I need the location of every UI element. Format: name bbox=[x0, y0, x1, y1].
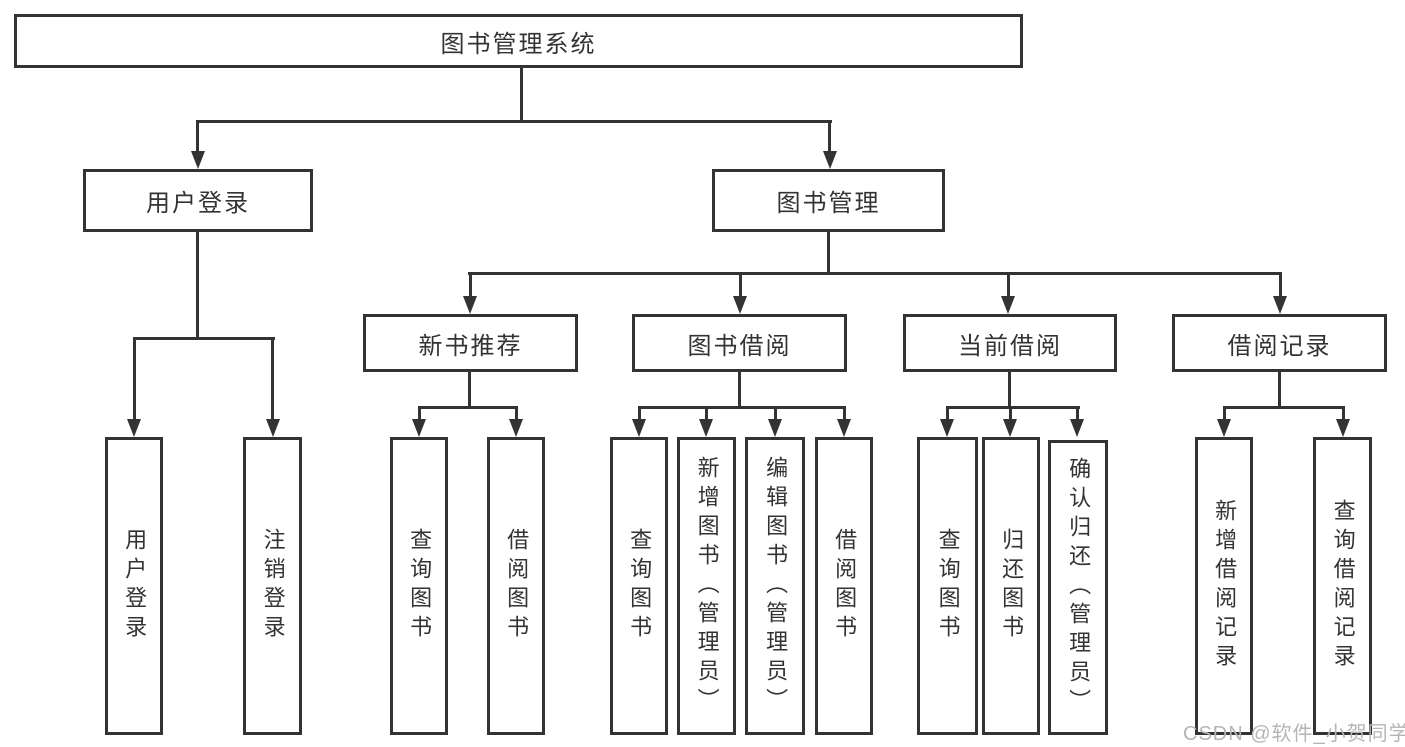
connector-line bbox=[1223, 406, 1226, 421]
connector-line bbox=[638, 406, 641, 421]
leaf-add-borrow-record: 新增借阅记录 bbox=[1195, 437, 1253, 735]
arrow-down-icon bbox=[1003, 419, 1017, 437]
leaf-edit-book-admin: 编辑图书（管理员） bbox=[745, 437, 805, 735]
connector-line bbox=[271, 337, 274, 421]
leaf-logout: 注销登录 bbox=[243, 437, 302, 735]
arrow-down-icon bbox=[412, 419, 426, 437]
connector-line bbox=[1278, 372, 1281, 406]
node-book-management: 图书管理 bbox=[712, 169, 945, 232]
arrow-down-icon bbox=[733, 296, 747, 314]
arrow-down-icon bbox=[463, 296, 477, 314]
arrow-down-icon bbox=[266, 419, 280, 437]
leaf-label: 查询图书 bbox=[935, 528, 961, 644]
connector-line bbox=[739, 272, 742, 298]
node-label: 新书推荐 bbox=[418, 332, 523, 360]
connector-line bbox=[418, 406, 421, 421]
node-book-borrow: 图书借阅 bbox=[632, 314, 847, 372]
arrow-down-icon bbox=[127, 419, 141, 437]
leaf-confirm-return-admin: 确认归还（管理员） bbox=[1048, 440, 1108, 735]
node-label: 图书借阅 bbox=[687, 332, 792, 360]
leaf-label: 确认归还（管理员） bbox=[1066, 457, 1092, 718]
connector-line bbox=[133, 337, 275, 340]
arrow-down-icon bbox=[191, 151, 205, 169]
connector-line bbox=[469, 272, 472, 298]
node-user-login: 用户登录 bbox=[83, 169, 313, 232]
arrow-down-icon bbox=[823, 151, 837, 169]
connector-line bbox=[196, 120, 199, 153]
connector-line bbox=[468, 372, 471, 406]
csdn-watermark: CSDN @软件_小贺同学 bbox=[1183, 723, 1405, 745]
connector-line bbox=[774, 406, 777, 421]
connector-line bbox=[638, 406, 846, 409]
connector-line bbox=[1223, 406, 1345, 409]
connector-line bbox=[705, 406, 708, 421]
arrow-down-icon bbox=[509, 419, 523, 437]
connector-line bbox=[828, 120, 831, 153]
arrow-down-icon bbox=[1336, 419, 1350, 437]
node-root-system: 图书管理系统 bbox=[14, 14, 1023, 68]
arrow-down-icon bbox=[1001, 296, 1015, 314]
leaf-label: 查询图书 bbox=[627, 528, 653, 644]
leaf-borrow-book: 借阅图书 bbox=[815, 437, 873, 735]
connector-line bbox=[515, 406, 518, 421]
leaf-label: 新增借阅记录 bbox=[1212, 499, 1238, 673]
leaf-label: 借阅图书 bbox=[832, 528, 858, 644]
node-label: 图书管理 bbox=[776, 190, 881, 217]
connector-line bbox=[1076, 406, 1079, 421]
connector-line bbox=[418, 406, 518, 409]
arrow-down-icon bbox=[632, 419, 646, 437]
node-new-book-recommend: 新书推荐 bbox=[363, 314, 578, 372]
connector-line bbox=[133, 337, 136, 421]
leaf-query-book-borrow: 查询图书 bbox=[610, 437, 668, 735]
connector-line bbox=[738, 372, 741, 406]
connector-line bbox=[1009, 406, 1012, 421]
leaf-label: 借阅图书 bbox=[504, 528, 530, 644]
leaf-label: 查询图书 bbox=[407, 528, 433, 644]
connector-line bbox=[1007, 272, 1010, 298]
leaf-label: 用户登录 bbox=[122, 528, 148, 644]
connector-line bbox=[196, 120, 832, 123]
node-current-borrow: 当前借阅 bbox=[903, 314, 1117, 372]
node-label: 图书管理系统 bbox=[440, 30, 597, 58]
connector-line bbox=[843, 406, 846, 421]
arrow-down-icon bbox=[768, 419, 782, 437]
leaf-return-book: 归还图书 bbox=[982, 437, 1040, 735]
leaf-borrow-book-recommend: 借阅图书 bbox=[487, 437, 545, 735]
connector-line bbox=[468, 272, 1282, 275]
leaf-add-book-admin: 新增图书（管理员） bbox=[677, 437, 736, 735]
leaf-query-book-recommend: 查询图书 bbox=[390, 437, 448, 735]
connector-line bbox=[946, 406, 1080, 409]
connector-line bbox=[1008, 372, 1011, 406]
arrow-down-icon bbox=[1217, 419, 1231, 437]
connector-line bbox=[1279, 272, 1282, 298]
arrow-down-icon bbox=[940, 419, 954, 437]
leaf-label: 编辑图书（管理员） bbox=[763, 455, 789, 717]
leaf-query-borrow-record: 查询借阅记录 bbox=[1313, 437, 1372, 735]
connector-line bbox=[520, 68, 523, 120]
connector-line bbox=[1342, 406, 1345, 421]
connector-line bbox=[946, 406, 949, 421]
connector-line bbox=[196, 232, 199, 337]
leaf-label: 新增图书（管理员） bbox=[694, 455, 720, 717]
node-label: 用户登录 bbox=[146, 190, 250, 217]
leaf-label: 注销登录 bbox=[260, 528, 286, 644]
connector-line bbox=[827, 232, 830, 272]
arrow-down-icon bbox=[1070, 419, 1084, 437]
leaf-query-book-current: 查询图书 bbox=[917, 437, 978, 735]
leaf-label: 查询借阅记录 bbox=[1330, 499, 1356, 673]
node-borrow-records: 借阅记录 bbox=[1172, 314, 1387, 372]
node-label: 借阅记录 bbox=[1227, 332, 1332, 360]
node-label: 当前借阅 bbox=[958, 332, 1062, 360]
arrow-down-icon bbox=[1273, 296, 1287, 314]
arrow-down-icon bbox=[837, 419, 851, 437]
arrow-down-icon bbox=[699, 419, 713, 437]
leaf-user-login: 用户登录 bbox=[105, 437, 163, 735]
leaf-label: 归还图书 bbox=[999, 528, 1025, 644]
